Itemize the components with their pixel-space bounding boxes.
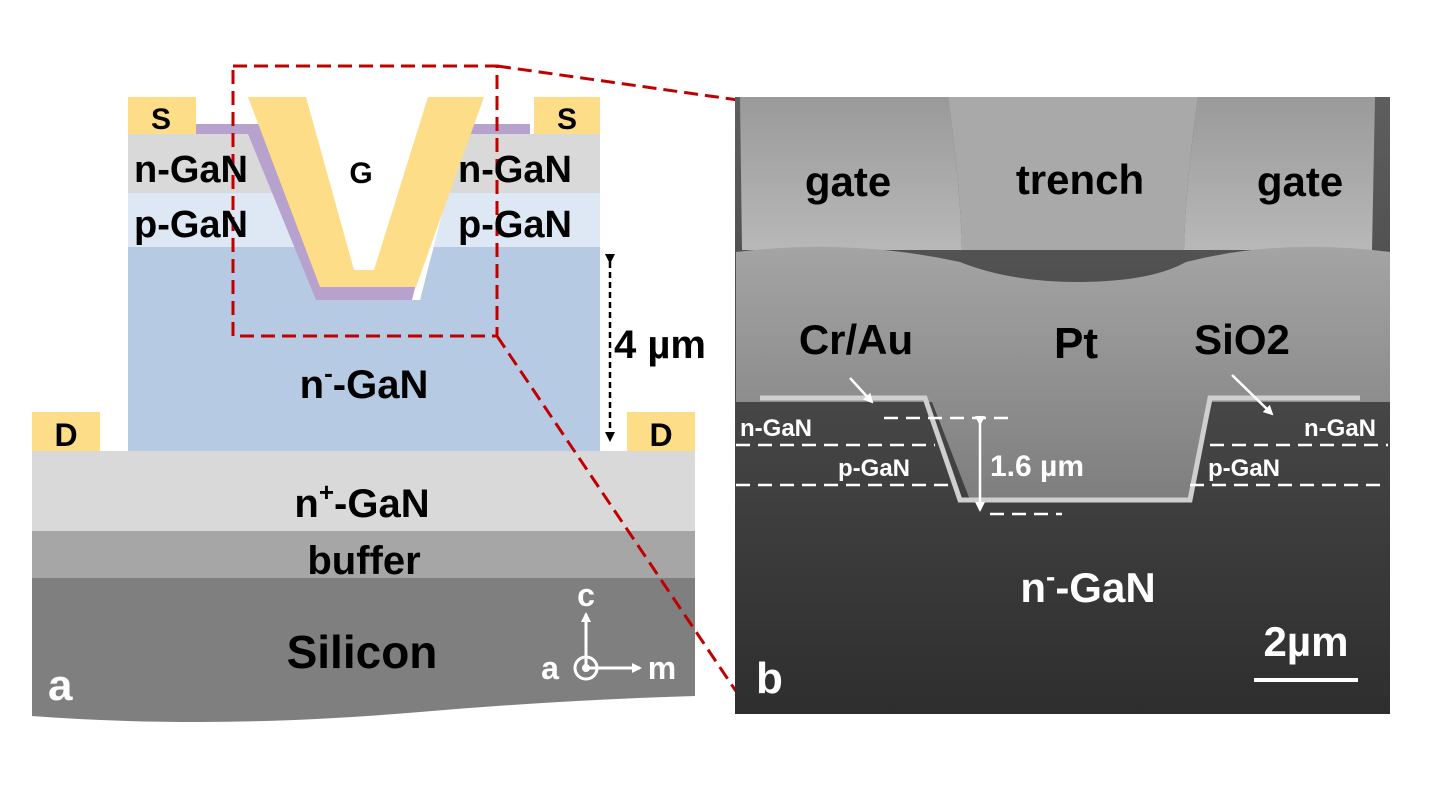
drain-label-left: D (54, 417, 77, 453)
source-label-left: S (151, 103, 171, 136)
axis-label-c: c (577, 577, 595, 613)
crystal-axis-icon (573, 612, 642, 681)
buffer-label: buffer (307, 539, 420, 583)
axis-label-m: m (648, 650, 676, 686)
sem-gate-label-left: gate (805, 158, 891, 205)
drift-layer-label: n--GaN (300, 358, 429, 407)
zoom-connector-top (496, 64, 739, 102)
drain-label-right: D (649, 417, 672, 453)
drain-contact-left (32, 412, 100, 451)
n-gan-label-left: n-GaN (134, 149, 248, 191)
sem-n-gan-label-left: n-GaN (740, 415, 812, 442)
panel-a-letter: a (48, 661, 73, 710)
sem-depth-label: 1.6 µm (990, 450, 1084, 483)
source-contact-right (534, 97, 600, 134)
source-contact-left (128, 97, 196, 134)
sem-gate-left (740, 97, 962, 250)
sem-p-gan-label-right: p-GaN (1208, 455, 1280, 482)
zoom-connector-bottom (495, 335, 752, 713)
sem-trench-top (948, 97, 1198, 250)
sem-pt-cap (736, 246, 1390, 500)
drain-contact-right (627, 412, 695, 451)
sem-gate-label-right: gate (1257, 158, 1343, 205)
gate-metal (248, 97, 484, 287)
sem-metal-film (760, 395, 1360, 503)
sem-drift-label: n--GaN (1020, 561, 1155, 611)
sem-sio2-label: SiO2 (1194, 316, 1290, 363)
silicon-label: Silicon (287, 626, 438, 678)
sem-pt-label: Pt (1054, 319, 1098, 368)
panel-b-sem-image: gate trench gate Cr/Au Pt SiO2 n-GaN n-G… (735, 97, 1390, 714)
panel-a-schematic: S S G n-GaN n-GaN p-GaN p-GaN n--GaN 4 µ… (32, 64, 706, 722)
n-gan-label-right: n-GaN (458, 149, 572, 191)
sem-trench-label: trench (1016, 156, 1144, 203)
sem-reference-lines (736, 416, 1388, 516)
n-plus-gan-label: n+-GaN (294, 477, 429, 526)
sio2-callout-arrow (1231, 374, 1274, 416)
sem-gate-right (1184, 97, 1375, 250)
panel-b-letter: b (756, 654, 783, 703)
zoom-region-box (231, 64, 499, 338)
sem-cr-au-label: Cr/Au (799, 316, 913, 363)
buffer-layer (32, 531, 695, 578)
sem-p-gan-label-left: p-GaN (838, 455, 910, 482)
gate-label: G (349, 157, 372, 190)
p-gan-label-right: p-GaN (458, 204, 572, 246)
axis-label-a: a (541, 650, 559, 686)
source-label-right: S (557, 103, 577, 136)
cr-au-callout-arrow (849, 377, 874, 404)
sem-n-gan-label-right: n-GaN (1304, 415, 1376, 442)
thickness-label: 4 µm (614, 323, 706, 367)
silicon-substrate (32, 578, 695, 722)
scale-bar-label: 2µm (1264, 618, 1349, 665)
p-gan-label-left: p-GaN (134, 204, 248, 246)
